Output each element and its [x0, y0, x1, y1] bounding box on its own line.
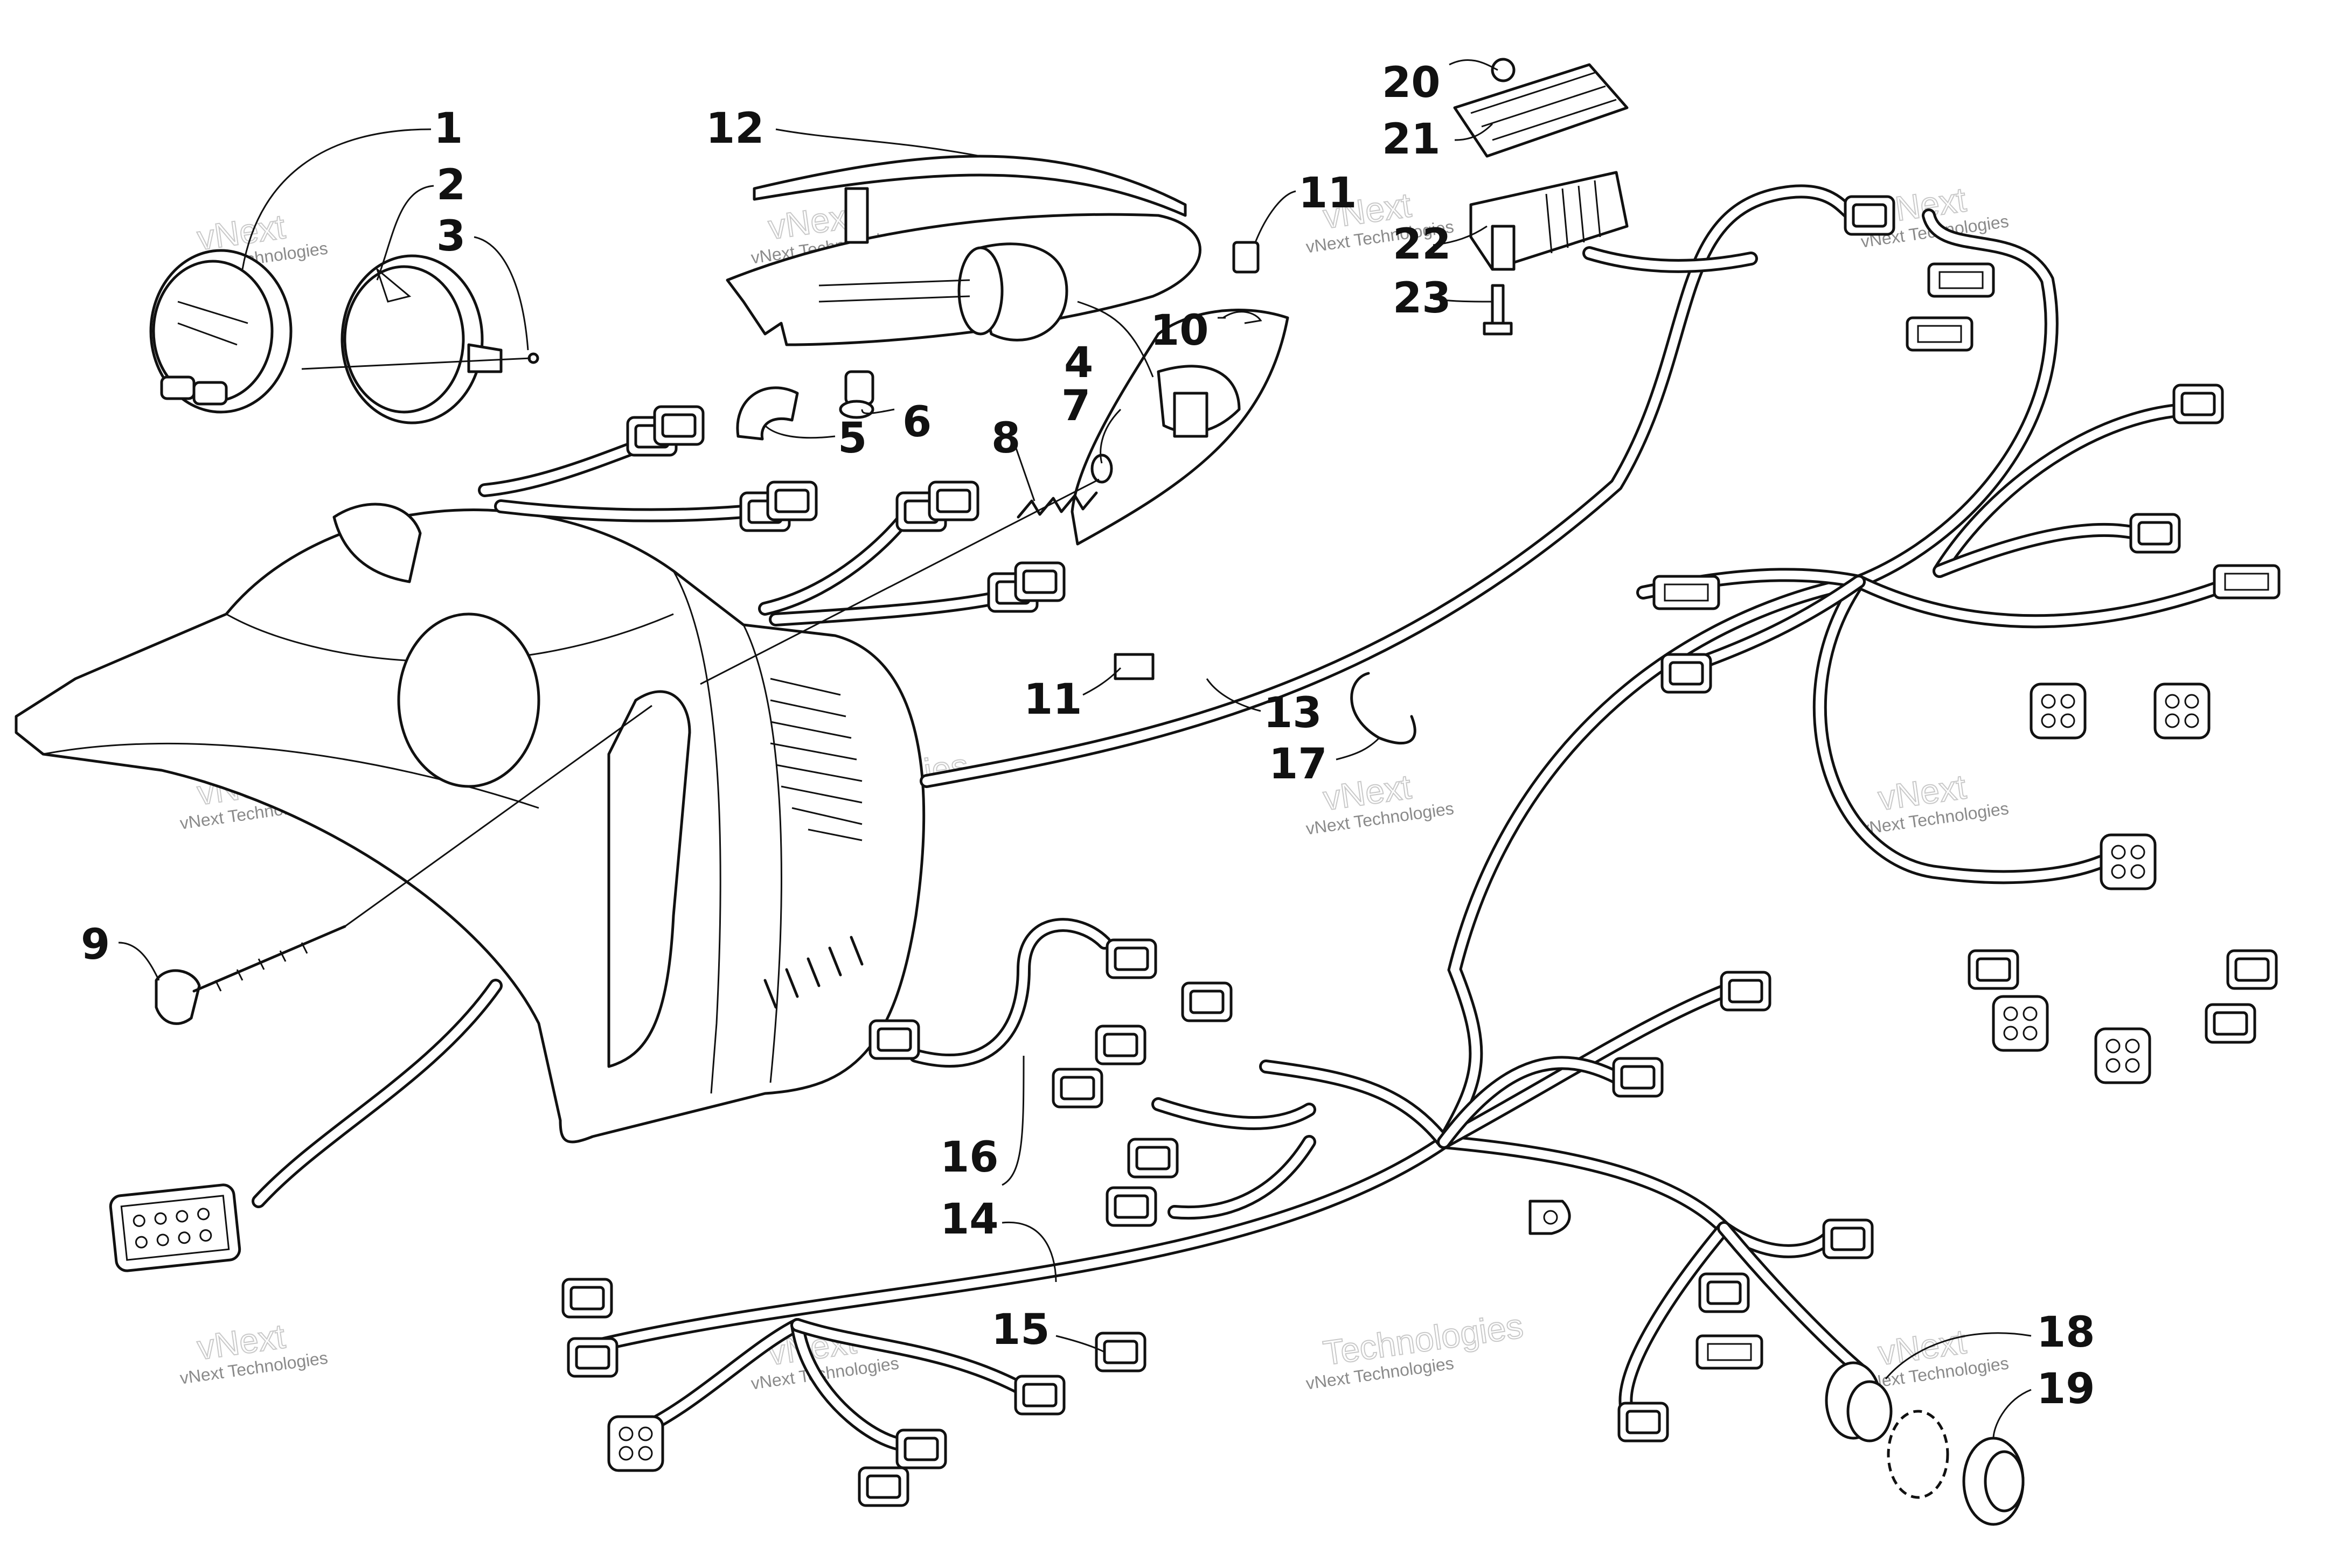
connector — [897, 1430, 946, 1468]
wire-harness — [252, 184, 2227, 1452]
callout-6: 6 — [902, 398, 932, 447]
connector — [2101, 835, 2155, 889]
connector — [1662, 654, 1711, 692]
connector — [1929, 264, 1993, 296]
callout-23: 23 — [1393, 274, 1451, 323]
connector — [1654, 576, 1719, 609]
connector — [563, 1279, 611, 1317]
bulb-boot — [736, 386, 799, 441]
callout-13: 13 — [1263, 689, 1322, 737]
callout-11-lower: 11 — [1024, 675, 1082, 724]
connector — [768, 482, 816, 520]
callout-16: 16 — [940, 1133, 999, 1182]
connector — [1907, 318, 1972, 350]
lock-washer — [1887, 1410, 1949, 1499]
connector — [2096, 1029, 2150, 1083]
connector — [2031, 684, 2085, 738]
leader-lines — [118, 59, 2032, 1439]
callout-3: 3 — [436, 212, 465, 261]
connector — [1824, 1220, 1872, 1258]
callout-15: 15 — [991, 1306, 1050, 1354]
bolt — [1483, 284, 1513, 336]
callout-5: 5 — [838, 414, 867, 463]
speedometer-gauge — [149, 249, 293, 414]
weatherstrip-seal — [753, 155, 1187, 217]
connector — [1096, 1026, 1145, 1064]
connector — [1016, 563, 1064, 601]
spacer — [1491, 225, 1516, 271]
callout-21: 21 — [1382, 115, 1441, 164]
connector — [1614, 1058, 1662, 1096]
callout-14: 14 — [940, 1195, 999, 1244]
headlight-lower-housing — [1071, 309, 1289, 546]
watermark: vNext vNext Technologies — [179, 206, 329, 278]
connector — [655, 407, 703, 444]
callout-7: 7 — [1061, 382, 1090, 430]
connector — [1697, 1336, 1762, 1368]
bolt-head — [1491, 58, 1516, 82]
connector — [1993, 996, 2047, 1050]
voltage-regulator — [1453, 63, 1629, 271]
callout-19: 19 — [2037, 1365, 2095, 1413]
callout-10: 10 — [1150, 306, 1209, 355]
callout-8: 8 — [991, 414, 1020, 463]
callout-9: 9 — [81, 921, 110, 969]
connector — [1129, 1139, 1177, 1177]
callout-11-upper: 11 — [1298, 169, 1357, 218]
connector — [1053, 1069, 1102, 1107]
callout-22: 22 — [1393, 220, 1451, 269]
connector — [1969, 951, 2018, 988]
callout-4: 4 — [1064, 339, 1093, 387]
connector — [859, 1468, 908, 1506]
callout-labels: 1 2 3 4 5 6 7 8 9 10 11 11 12 13 14 15 1… — [81, 59, 2095, 1413]
connector — [2228, 951, 2276, 988]
callout-18: 18 — [2037, 1308, 2095, 1357]
vent-slots — [763, 678, 864, 1009]
connector — [1183, 983, 1231, 1021]
connector — [2206, 1005, 2255, 1042]
connector — [2155, 684, 2209, 738]
callout-2: 2 — [436, 161, 465, 210]
callout-17: 17 — [1269, 740, 1328, 789]
connector — [2174, 385, 2222, 423]
connector — [1107, 1188, 1156, 1225]
clip — [1222, 311, 1262, 324]
gauge-bezel — [340, 254, 503, 424]
switch-nut — [1962, 1437, 2025, 1526]
connector — [870, 1021, 919, 1058]
spring — [1017, 491, 1098, 519]
connector — [2131, 514, 2179, 552]
nut — [1090, 454, 1113, 484]
gauge-opening — [397, 612, 540, 788]
connectors — [109, 197, 2279, 1506]
connector — [2214, 566, 2279, 598]
connector — [568, 1339, 617, 1376]
connector — [1700, 1274, 1748, 1312]
bulb-socket — [839, 370, 874, 419]
ignition-switch — [1825, 1361, 1893, 1442]
connector — [609, 1417, 663, 1471]
callout-12: 12 — [706, 104, 765, 153]
headlight-housing — [726, 187, 1201, 346]
connector — [1107, 940, 1156, 978]
watermark: vNext vNext Technologies — [1305, 185, 1455, 256]
retaining-clip — [1114, 653, 1155, 680]
hose-clamp — [1350, 672, 1416, 745]
adjuster-screw — [155, 925, 346, 1025]
multi-pin-plug — [109, 1183, 241, 1272]
watermark: vNext vNext Technologies — [1860, 766, 2010, 838]
retaining-clip — [1232, 241, 1260, 274]
connector — [1016, 1376, 1064, 1414]
connector — [1845, 197, 1894, 234]
connector — [1619, 1403, 1667, 1441]
connector — [929, 482, 978, 520]
watermark: vNext vNext Technologies — [179, 1316, 329, 1388]
hood-cover — [15, 503, 926, 1144]
callout-20: 20 — [1382, 59, 1441, 107]
watermark: Technologies vNext Technologies — [1305, 1306, 1526, 1393]
connector — [1721, 972, 1770, 1010]
ground-terminal — [1528, 1200, 1571, 1235]
callout-1: 1 — [434, 104, 463, 153]
